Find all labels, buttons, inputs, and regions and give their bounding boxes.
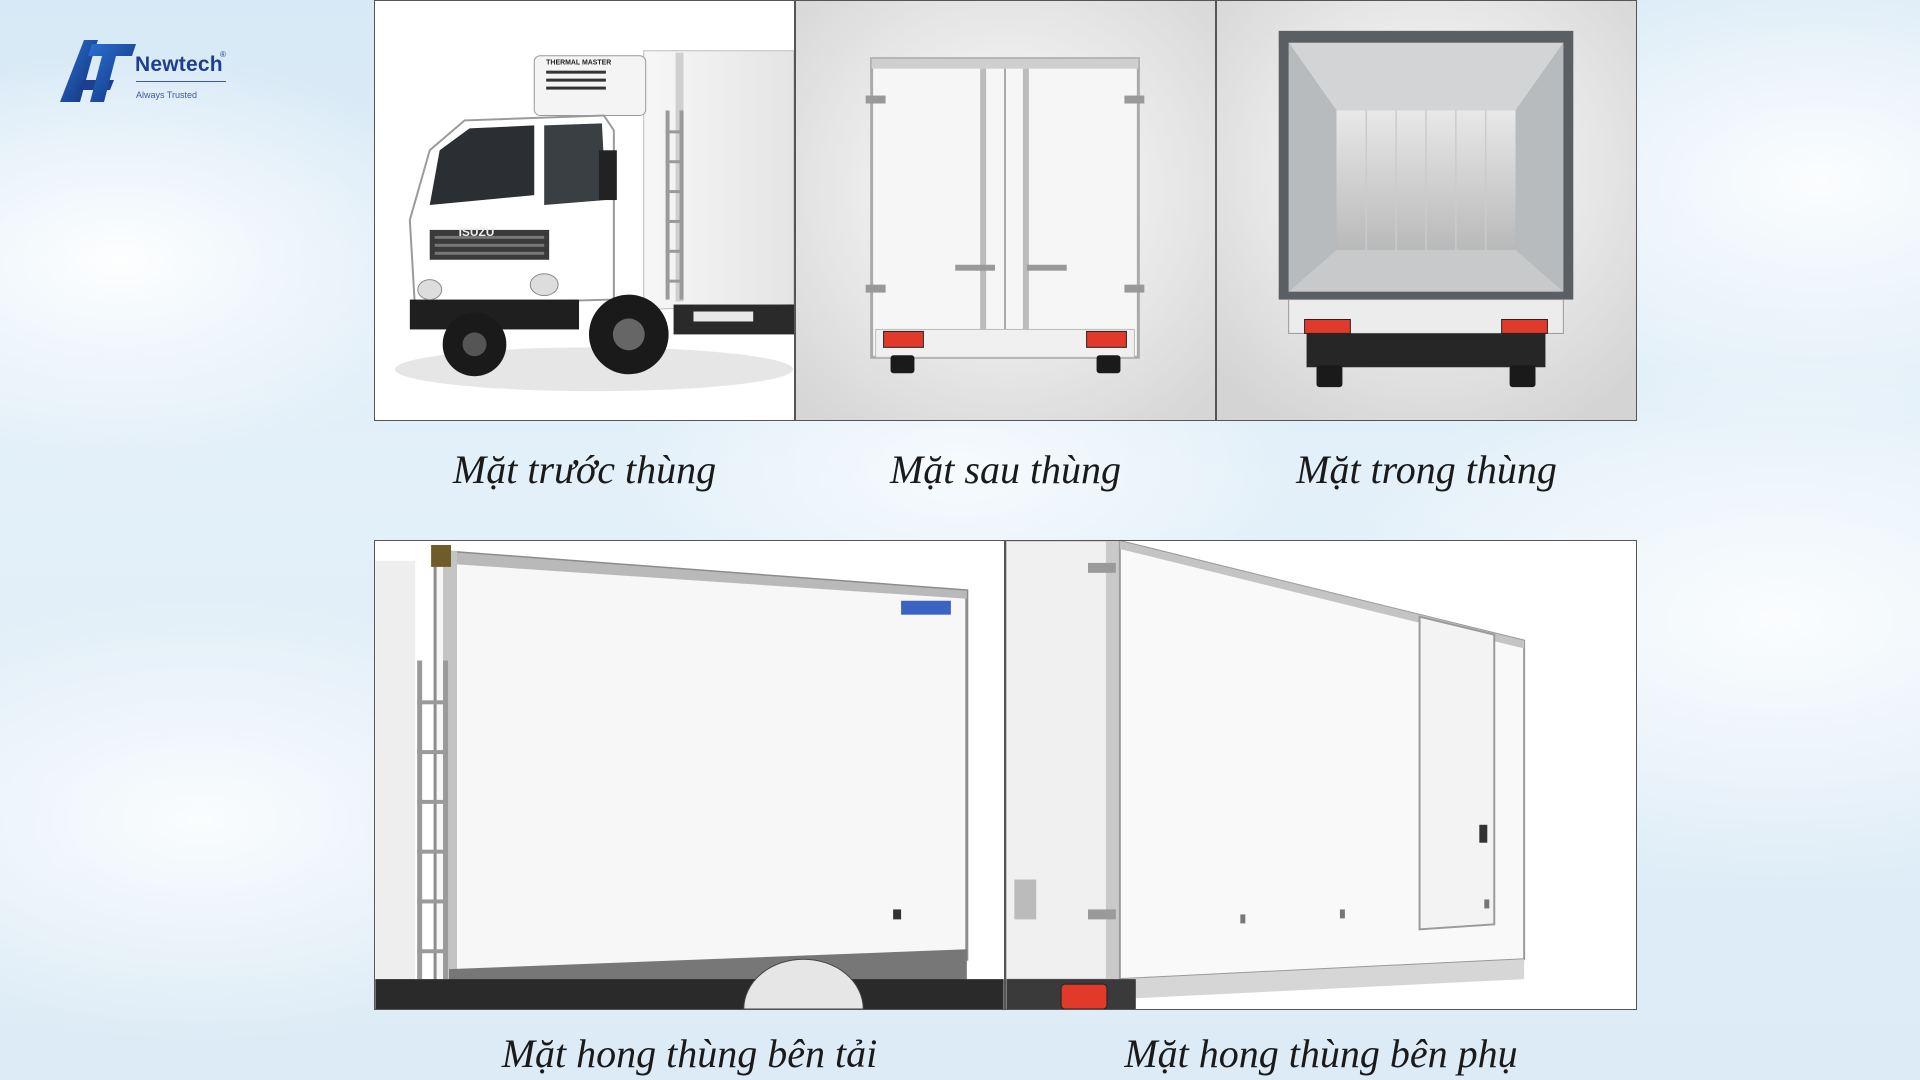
brand-tagline: Always Trusted — [136, 90, 198, 100]
panel-front-view: THERMAL MASTER ISUZU — [374, 0, 795, 421]
box-passenger-side-image — [1006, 541, 1636, 1009]
caption-front: Mặt trước thùng — [452, 447, 717, 492]
reefer-unit-label: THERMAL MASTER — [546, 60, 611, 67]
rear-doors-image — [796, 1, 1215, 420]
panel-interior-view — [1216, 0, 1637, 421]
truck-front-image: THERMAL MASTER ISUZU — [394, 50, 794, 392]
at-logo-mark-icon — [60, 40, 136, 102]
brand-name: Newtech — [135, 53, 223, 76]
box-interior-image — [1217, 1, 1636, 420]
panel-driver-side — [374, 540, 1005, 1010]
brand-logo: Newtech ® Always Trusted — [58, 36, 238, 106]
panel-rear-view — [795, 0, 1216, 421]
registered-mark: ® — [220, 50, 226, 59]
box-driver-side-image — [375, 541, 1004, 1009]
logo-divider — [136, 81, 226, 82]
isuzu-badge: ISUZU — [459, 225, 495, 239]
caption-passenger-side: Mặt hong thùng bên phụ — [1124, 1031, 1518, 1076]
caption-interior: Mặt trong thùng — [1296, 447, 1557, 492]
caption-driver-side: Mặt hong thùng bên tải — [501, 1031, 878, 1076]
caption-rear: Mặt sau thùng — [889, 447, 1122, 492]
panel-passenger-side — [1005, 540, 1637, 1010]
